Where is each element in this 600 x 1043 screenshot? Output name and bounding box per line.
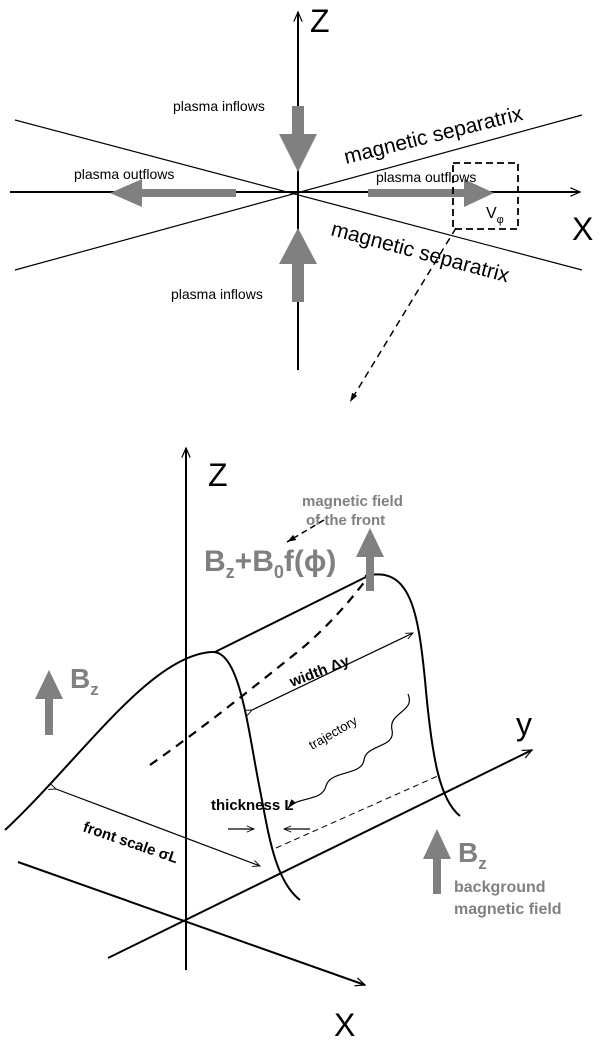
- x-axis-bottom: [17, 861, 365, 985]
- label-field-of-front-line2: of the front: [306, 512, 385, 529]
- field-note-arrow: [286, 519, 325, 543]
- label-outflow-left: plasma outflows: [74, 166, 174, 182]
- axis-label-z-bottom: Z: [208, 457, 228, 493]
- inflow-arrow-bottom: [279, 228, 317, 302]
- bottom-panel: Z y X magnetic field: [4, 448, 562, 1043]
- axis-label-x-top: X: [572, 211, 593, 247]
- label-thickness: thickness L: [211, 797, 294, 814]
- label-separatrix-lower: magnetic separatrix: [329, 218, 512, 288]
- label-trajectory: trajectory: [306, 713, 360, 753]
- label-separatrix-upper: magnetic separatrix: [342, 102, 526, 169]
- width-arrow: [252, 632, 413, 710]
- label-bz-left: Bz: [70, 663, 99, 699]
- axis-label-y-bottom: y: [516, 706, 532, 742]
- label-field-of-front-line1: magnetic field: [302, 493, 403, 510]
- label-inflow-bottom: plasma inflows: [171, 286, 263, 302]
- y-axis-bottom: [107, 749, 532, 959]
- label-bz-right: Bz: [458, 837, 487, 873]
- outflow-arrow-right: [368, 179, 494, 207]
- axis-label-z-top: Z: [310, 3, 330, 39]
- front-scale-arrow: [56, 789, 260, 866]
- top-panel: Z X plasma inflows plasma inflows plasma…: [10, 3, 593, 403]
- label-velocity: Vφ: [486, 205, 504, 226]
- zoom-arrow: [349, 227, 457, 403]
- bz-arrow-right: [423, 829, 451, 894]
- trajectory-path: [287, 693, 411, 809]
- front-crest: [214, 574, 371, 653]
- label-background-line1: background: [454, 879, 546, 896]
- bz-arrow-left: [35, 670, 63, 735]
- label-front-field: Bz+B0f(ϕ): [204, 545, 336, 582]
- front-profile-near: [4, 650, 301, 901]
- axis-label-x-bottom: X: [334, 1007, 355, 1043]
- label-front-scale: front scale σL: [81, 819, 181, 867]
- bz-arrow-front: [356, 528, 384, 591]
- label-background-line2: magnetic field: [454, 901, 562, 918]
- label-width: width Δy: [286, 652, 352, 691]
- label-outflow-right: plasma outflows: [376, 169, 476, 185]
- label-inflow-top: plasma inflows: [173, 98, 265, 114]
- front-base-dashed: [275, 774, 441, 849]
- outflow-arrow-left: [110, 179, 236, 207]
- front-profile-far: [364, 573, 461, 817]
- inflow-arrow-top: [279, 106, 317, 172]
